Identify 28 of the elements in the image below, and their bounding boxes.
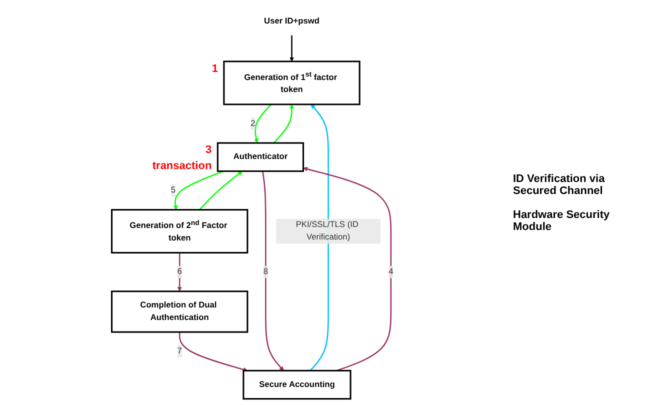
arrow	[303, 166, 392, 371]
node-box: Secure Accounting	[242, 369, 352, 400]
arrow	[178, 332, 248, 372]
arrow	[273, 104, 294, 143]
node-text: User ID+pswd	[264, 16, 320, 25]
arrow	[289, 34, 294, 62]
note-text: ID Verification via Secured Channel	[513, 172, 606, 196]
edge-label: PKI/SSL/TLS (ID Verification)	[296, 220, 358, 242]
note-text: Hardware Security Module	[513, 208, 611, 232]
arrow	[254, 103, 272, 143]
edge-label: 5	[170, 185, 176, 194]
arrow	[199, 170, 243, 210]
step-number: 1	[212, 62, 218, 75]
node-box: Completion of Dual Authentication	[110, 290, 248, 332]
node-box: Generation of 2$^{nd}$ Factor token	[110, 208, 248, 254]
node-box: Generation of 1$^{st}$ factor token	[223, 60, 360, 105]
side-note: transaction	[152, 160, 212, 172]
node-box: Authenticator	[216, 142, 304, 172]
arrow	[173, 170, 224, 210]
edge-label: 8	[263, 266, 268, 276]
edge-label: 2	[250, 118, 256, 128]
step-number: 3	[206, 144, 212, 156]
arrow	[262, 170, 284, 370]
edge-label: 4	[388, 266, 394, 276]
edge-label: 7	[177, 346, 182, 356]
edge-label: 6	[177, 266, 182, 276]
arrow	[310, 104, 329, 371]
arrow	[177, 252, 182, 292]
